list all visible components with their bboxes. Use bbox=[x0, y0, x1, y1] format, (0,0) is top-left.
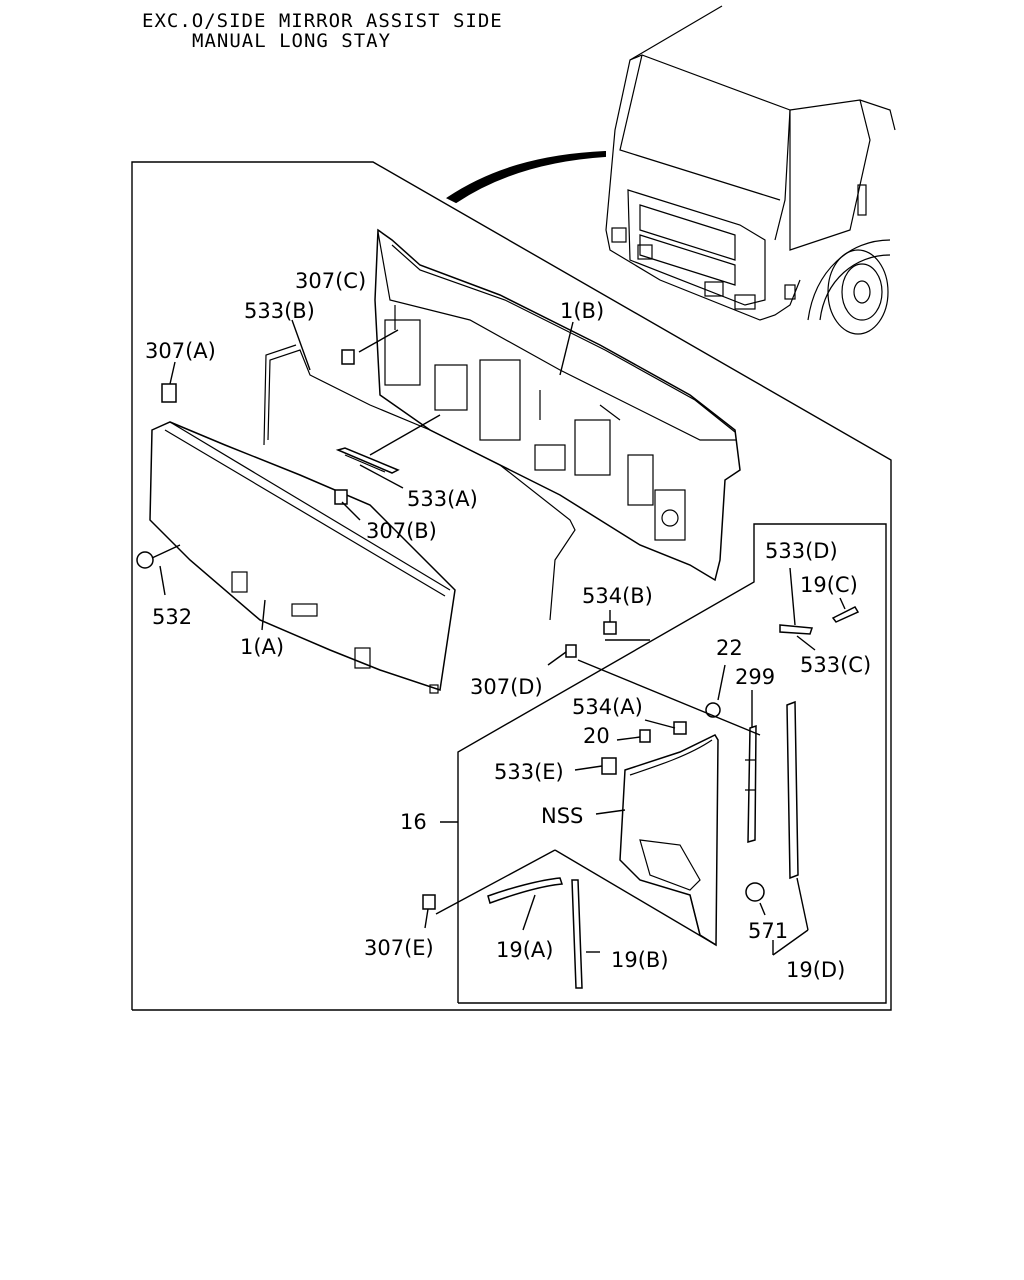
header-line-2: MANUAL LONG STAY bbox=[192, 30, 392, 52]
label-19c: 19(C) bbox=[800, 573, 858, 597]
label-19b: 19(B) bbox=[611, 948, 669, 972]
part-307c-clip bbox=[341, 349, 355, 365]
header-line-1: EXC.O/SIDE MIRROR ASSIST SIDE bbox=[142, 10, 503, 32]
part-307e-clip bbox=[422, 894, 436, 910]
part-307a-clip bbox=[161, 383, 177, 403]
part-533b-seal bbox=[267, 349, 576, 621]
part-16-corner-panel bbox=[619, 734, 719, 947]
part-532-bolt bbox=[136, 551, 154, 569]
label-533d: 533(D) bbox=[765, 539, 838, 563]
leader-lines bbox=[159, 319, 846, 956]
label-307b: 307(B) bbox=[366, 519, 437, 543]
part-534a-pad bbox=[673, 721, 687, 735]
part-20-clip bbox=[639, 729, 651, 743]
label-19a: 19(A) bbox=[496, 938, 553, 962]
label-534b: 534(B) bbox=[582, 584, 653, 608]
label-532: 532 bbox=[152, 605, 192, 629]
label-16: 16 bbox=[400, 810, 427, 834]
label-299: 299 bbox=[735, 665, 775, 689]
label-533a: 533(A) bbox=[407, 487, 478, 511]
part-299-strip bbox=[747, 724, 757, 843]
part-307d-clip bbox=[565, 644, 577, 658]
part-1b-upper-panel bbox=[374, 228, 741, 582]
label-20: 20 bbox=[583, 724, 610, 748]
label-307a: 307(A) bbox=[145, 339, 216, 363]
label-307d: 307(D) bbox=[470, 675, 543, 699]
part-19c-strip bbox=[831, 606, 860, 623]
part-534b-pad bbox=[603, 621, 617, 635]
inner-frame bbox=[457, 523, 887, 1004]
label-571: 571 bbox=[748, 919, 788, 943]
label-19d: 19(D) bbox=[786, 958, 845, 982]
part-19b-strip bbox=[571, 879, 583, 989]
label-307c: 307(C) bbox=[295, 269, 366, 293]
part-1a-lower-panel bbox=[149, 421, 456, 694]
label-533b: 533(B) bbox=[244, 299, 315, 323]
label-22: 22 bbox=[716, 636, 743, 660]
label-1a: 1(A) bbox=[240, 635, 284, 659]
label-533e: 533(E) bbox=[494, 760, 564, 784]
label-nss: NSS bbox=[541, 804, 583, 828]
part-533e-pad bbox=[601, 757, 617, 775]
part-571-fastener bbox=[745, 882, 765, 902]
label-534a: 534(A) bbox=[572, 695, 643, 719]
pointer-arrow bbox=[446, 150, 606, 204]
part-19a-strip bbox=[487, 877, 564, 904]
part-19d-strip bbox=[786, 700, 799, 880]
outer-frame bbox=[131, 161, 892, 1011]
label-533c: 533(C) bbox=[800, 653, 871, 677]
truck-illustration bbox=[605, 5, 896, 335]
label-307e: 307(E) bbox=[364, 936, 434, 960]
part-533d-strip bbox=[779, 624, 814, 635]
part-533a-strip bbox=[335, 447, 400, 474]
part-307b-clip bbox=[334, 489, 348, 505]
label-1b: 1(B) bbox=[560, 299, 604, 323]
